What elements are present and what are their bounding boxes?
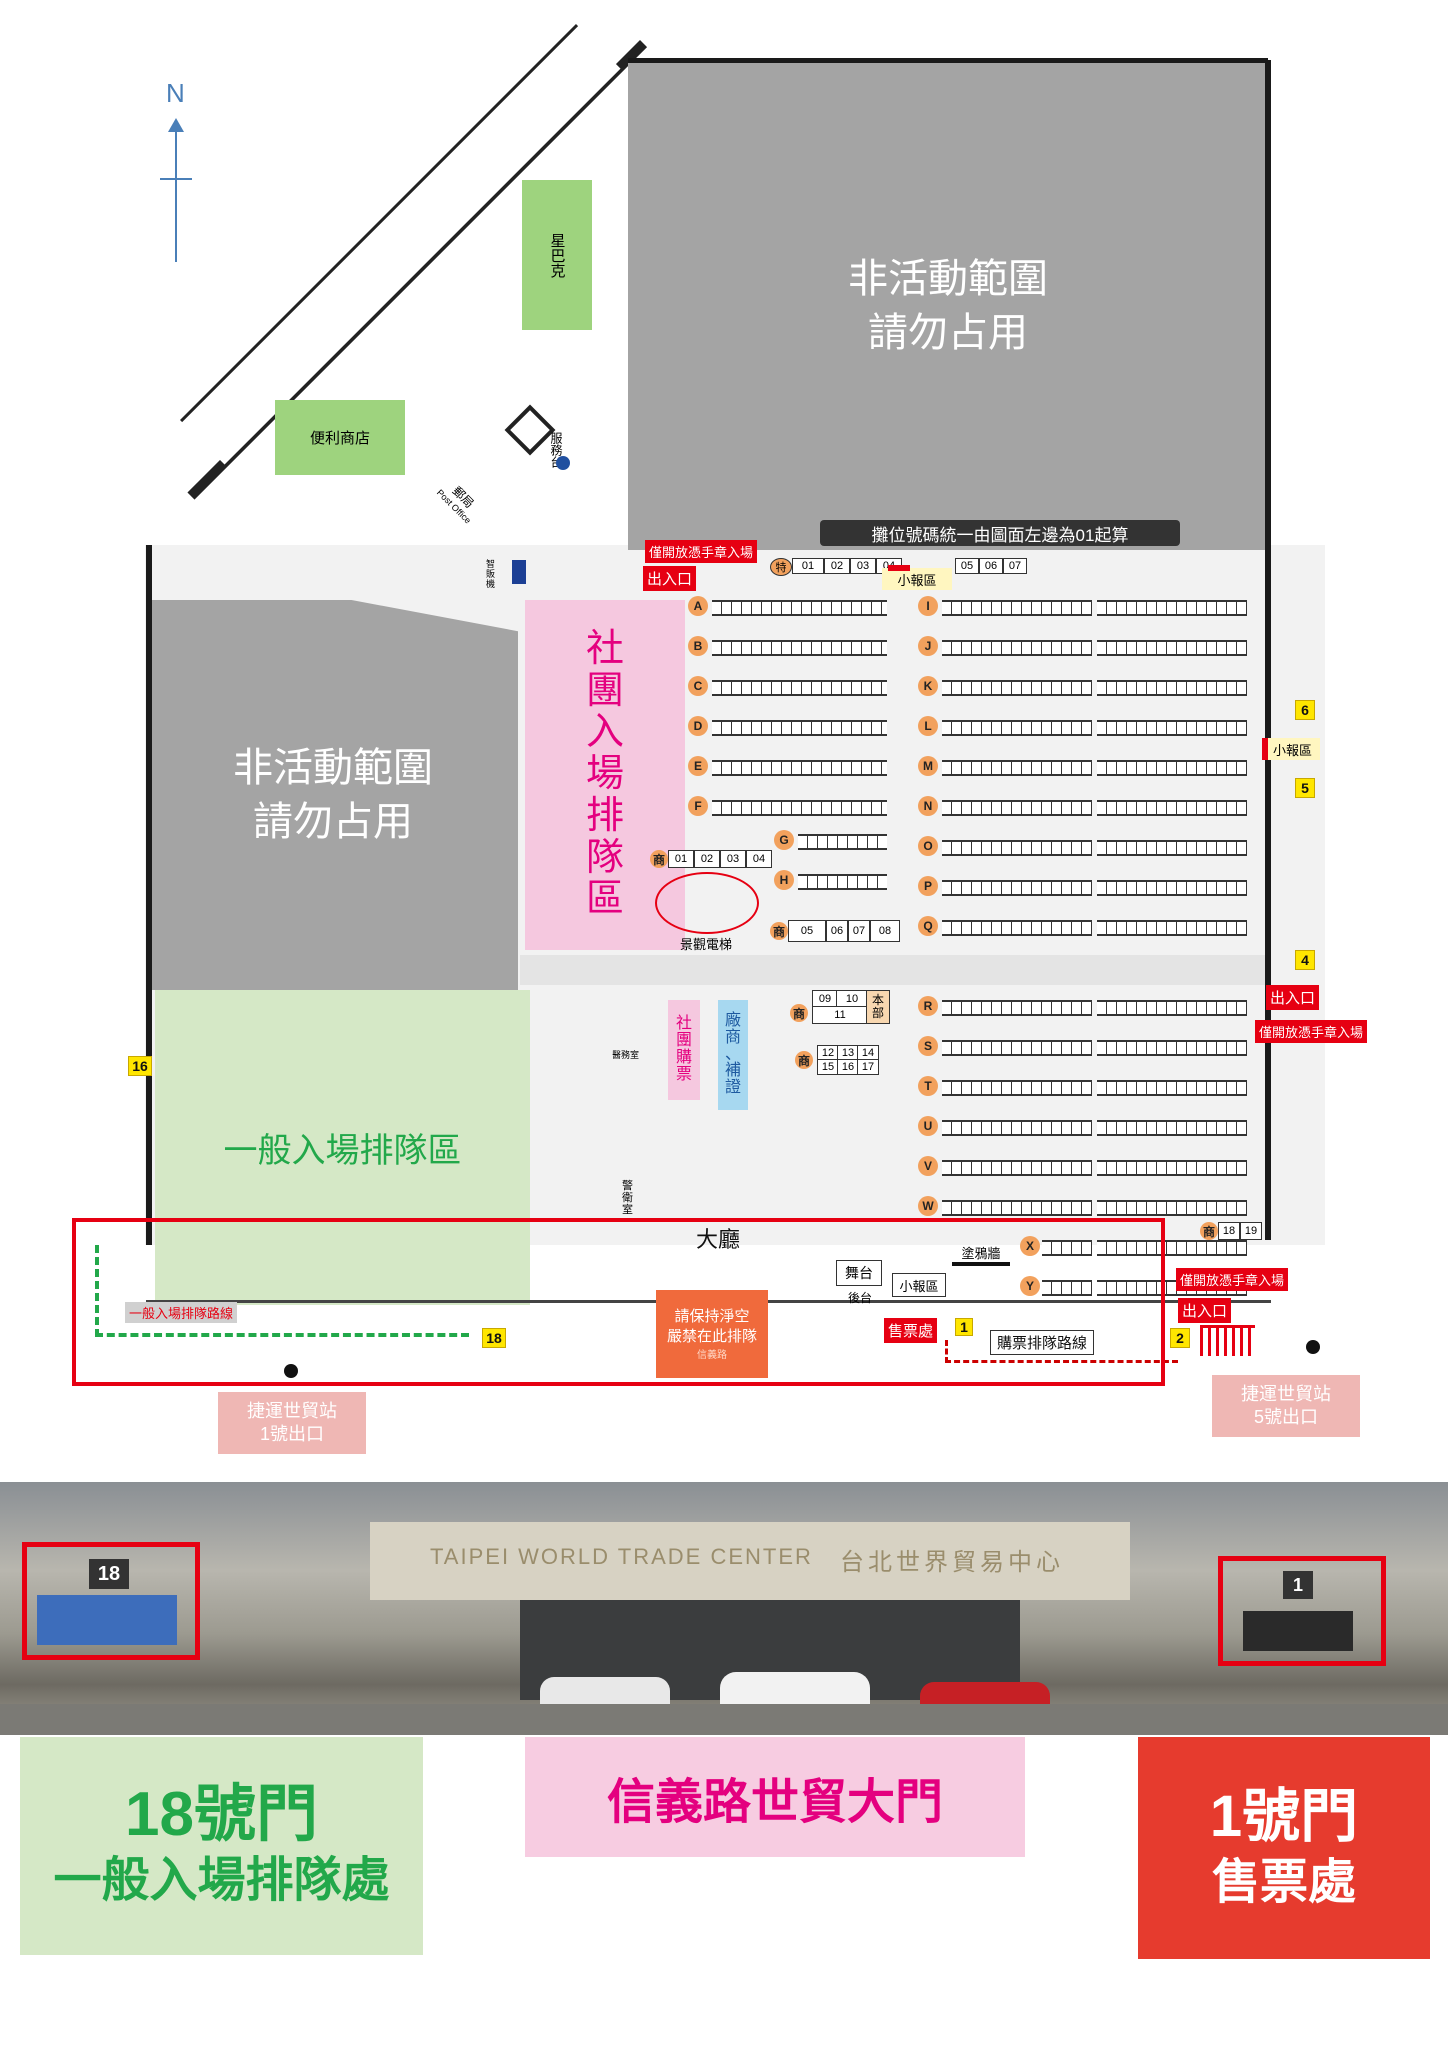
special-booth: 特 — [770, 558, 792, 576]
security-room: 警 衛 室 — [622, 1180, 633, 1217]
door-18[interactable]: 18 — [482, 1328, 506, 1348]
info-booth-right: 小報區 — [1265, 738, 1320, 760]
mrt-exit-1: 捷運世貿站 1號出口 — [218, 1392, 366, 1454]
gate-18-subtitle: 一般入場排隊處 — [53, 1854, 390, 1908]
numbering-banner: 攤位號碼統一由圖面左邊為01起算 — [820, 520, 1180, 546]
headquarters: 本 部 — [866, 990, 890, 1024]
restricted-zone-left: 非活動範圍 請勿占用 — [148, 600, 518, 990]
vending-machine: 智 販 機 — [486, 559, 496, 589]
building-photo: TAIPEI WORLD TRADE CENTER 台北世界貿易中心 18 1 — [0, 1482, 1448, 1735]
door-4[interactable]: 4 — [1295, 950, 1315, 970]
general-line-label: 一般入場排隊路線 — [125, 1302, 238, 1323]
keep-clear-zone: 請保持淨空 嚴禁在此排隊 信義路 — [656, 1290, 768, 1378]
mrt-exit-5-marker — [1306, 1340, 1320, 1354]
door-1[interactable]: 1 — [955, 1318, 973, 1336]
handstamp-tag-right: 僅開放憑手章入場 — [1255, 1020, 1368, 1043]
floor-map: 非活動範圍 請勿占用 非活動範圍 請勿占用 星巴克 便利商店 郵局 Post O… — [72, 24, 1368, 1454]
stage: 舞台 — [836, 1260, 882, 1286]
door-6[interactable]: 6 — [1295, 700, 1315, 720]
booth-strip-top: 特 01 02 03 04 — [770, 558, 902, 576]
club-tickets-booth: 社 團 購 票 — [668, 1000, 700, 1100]
compass-label: N — [166, 78, 185, 108]
post-office: 郵局 Post Office — [434, 483, 477, 526]
scenic-elevator — [655, 872, 759, 934]
graffiti-wall: 塗鴉牆 — [961, 1246, 1001, 1261]
door-2[interactable]: 2 — [1170, 1328, 1190, 1348]
general-queue-route — [95, 1245, 469, 1337]
elevator-label: 景觀電梯 — [680, 937, 733, 952]
building-name-cn: 台北世界貿易中心 — [840, 1549, 1064, 1576]
vending-machine-icon — [512, 560, 526, 584]
exit-tag-top: 出入口 — [643, 566, 697, 591]
restricted-zone-upper: 非活動範圍 請勿占用 — [628, 62, 1268, 550]
gate-18-title: 18號門 — [125, 1780, 318, 1850]
entrance-highlight-frame — [72, 1218, 1165, 1386]
mrt-exit-1-marker — [284, 1364, 298, 1378]
backstage: 後台 — [847, 1290, 872, 1305]
gate-1-title: 1號門 — [1209, 1784, 1359, 1849]
ticket-queue-barrier — [1200, 1325, 1255, 1356]
handstamp-tag-bottom: 僅開放憑手章入場 — [1176, 1268, 1289, 1291]
main-gate-card: 信義路世貿大門 — [525, 1737, 1025, 1857]
vendor-pass-booth: 廠 商 、 補 證 — [718, 1000, 748, 1110]
gate-1-card: 1號門 售票處 — [1138, 1737, 1430, 1959]
ticket-line-label: 購票排隊路線 — [990, 1330, 1095, 1355]
door-16[interactable]: 16 — [128, 1056, 152, 1076]
mrt-exit-5: 捷運世貿站 5號出口 — [1212, 1375, 1360, 1437]
exit-tag-right: 出入口 — [1266, 985, 1320, 1010]
door-5[interactable]: 5 — [1295, 778, 1315, 798]
gate-1-frame: 1 — [1218, 1556, 1386, 1666]
gate-18-frame: 18 — [22, 1542, 200, 1660]
gate-1-subtitle: 售票處 — [1211, 1855, 1356, 1909]
ticket-queue-route — [945, 1340, 1178, 1363]
convenience-store: 便利商店 — [275, 400, 405, 475]
main-gate-title: 信義路世貿大門 — [606, 1776, 943, 1829]
starbucks: 星巴克 — [522, 180, 592, 330]
exit-tag-bottom: 出入口 — [1178, 1298, 1232, 1323]
general-queue-zone: 一般入場排隊區 — [155, 990, 530, 1305]
lobby: 大廳 — [695, 1227, 740, 1252]
ticket-office-tag: 售票處 — [884, 1318, 938, 1343]
medical-room: 醫務室 — [612, 1050, 640, 1060]
service-desk — [504, 404, 556, 456]
handstamp-tag-top: 僅開放憑手章入場 — [645, 540, 758, 563]
gate-18-card: 18號門 一般入場排隊處 — [20, 1737, 423, 1955]
booth-strip-mid: 商 01 02 03 04 — [650, 850, 772, 868]
info-booth-top: 小報區 — [882, 568, 952, 590]
building-name-en: TAIPEI WORLD TRADE CENTER — [430, 1544, 813, 1569]
compass: N — [158, 78, 198, 278]
info-booth-bottom: 小報區 — [892, 1273, 946, 1297]
info-icon — [556, 456, 570, 470]
compass-arrow-icon — [168, 118, 184, 132]
